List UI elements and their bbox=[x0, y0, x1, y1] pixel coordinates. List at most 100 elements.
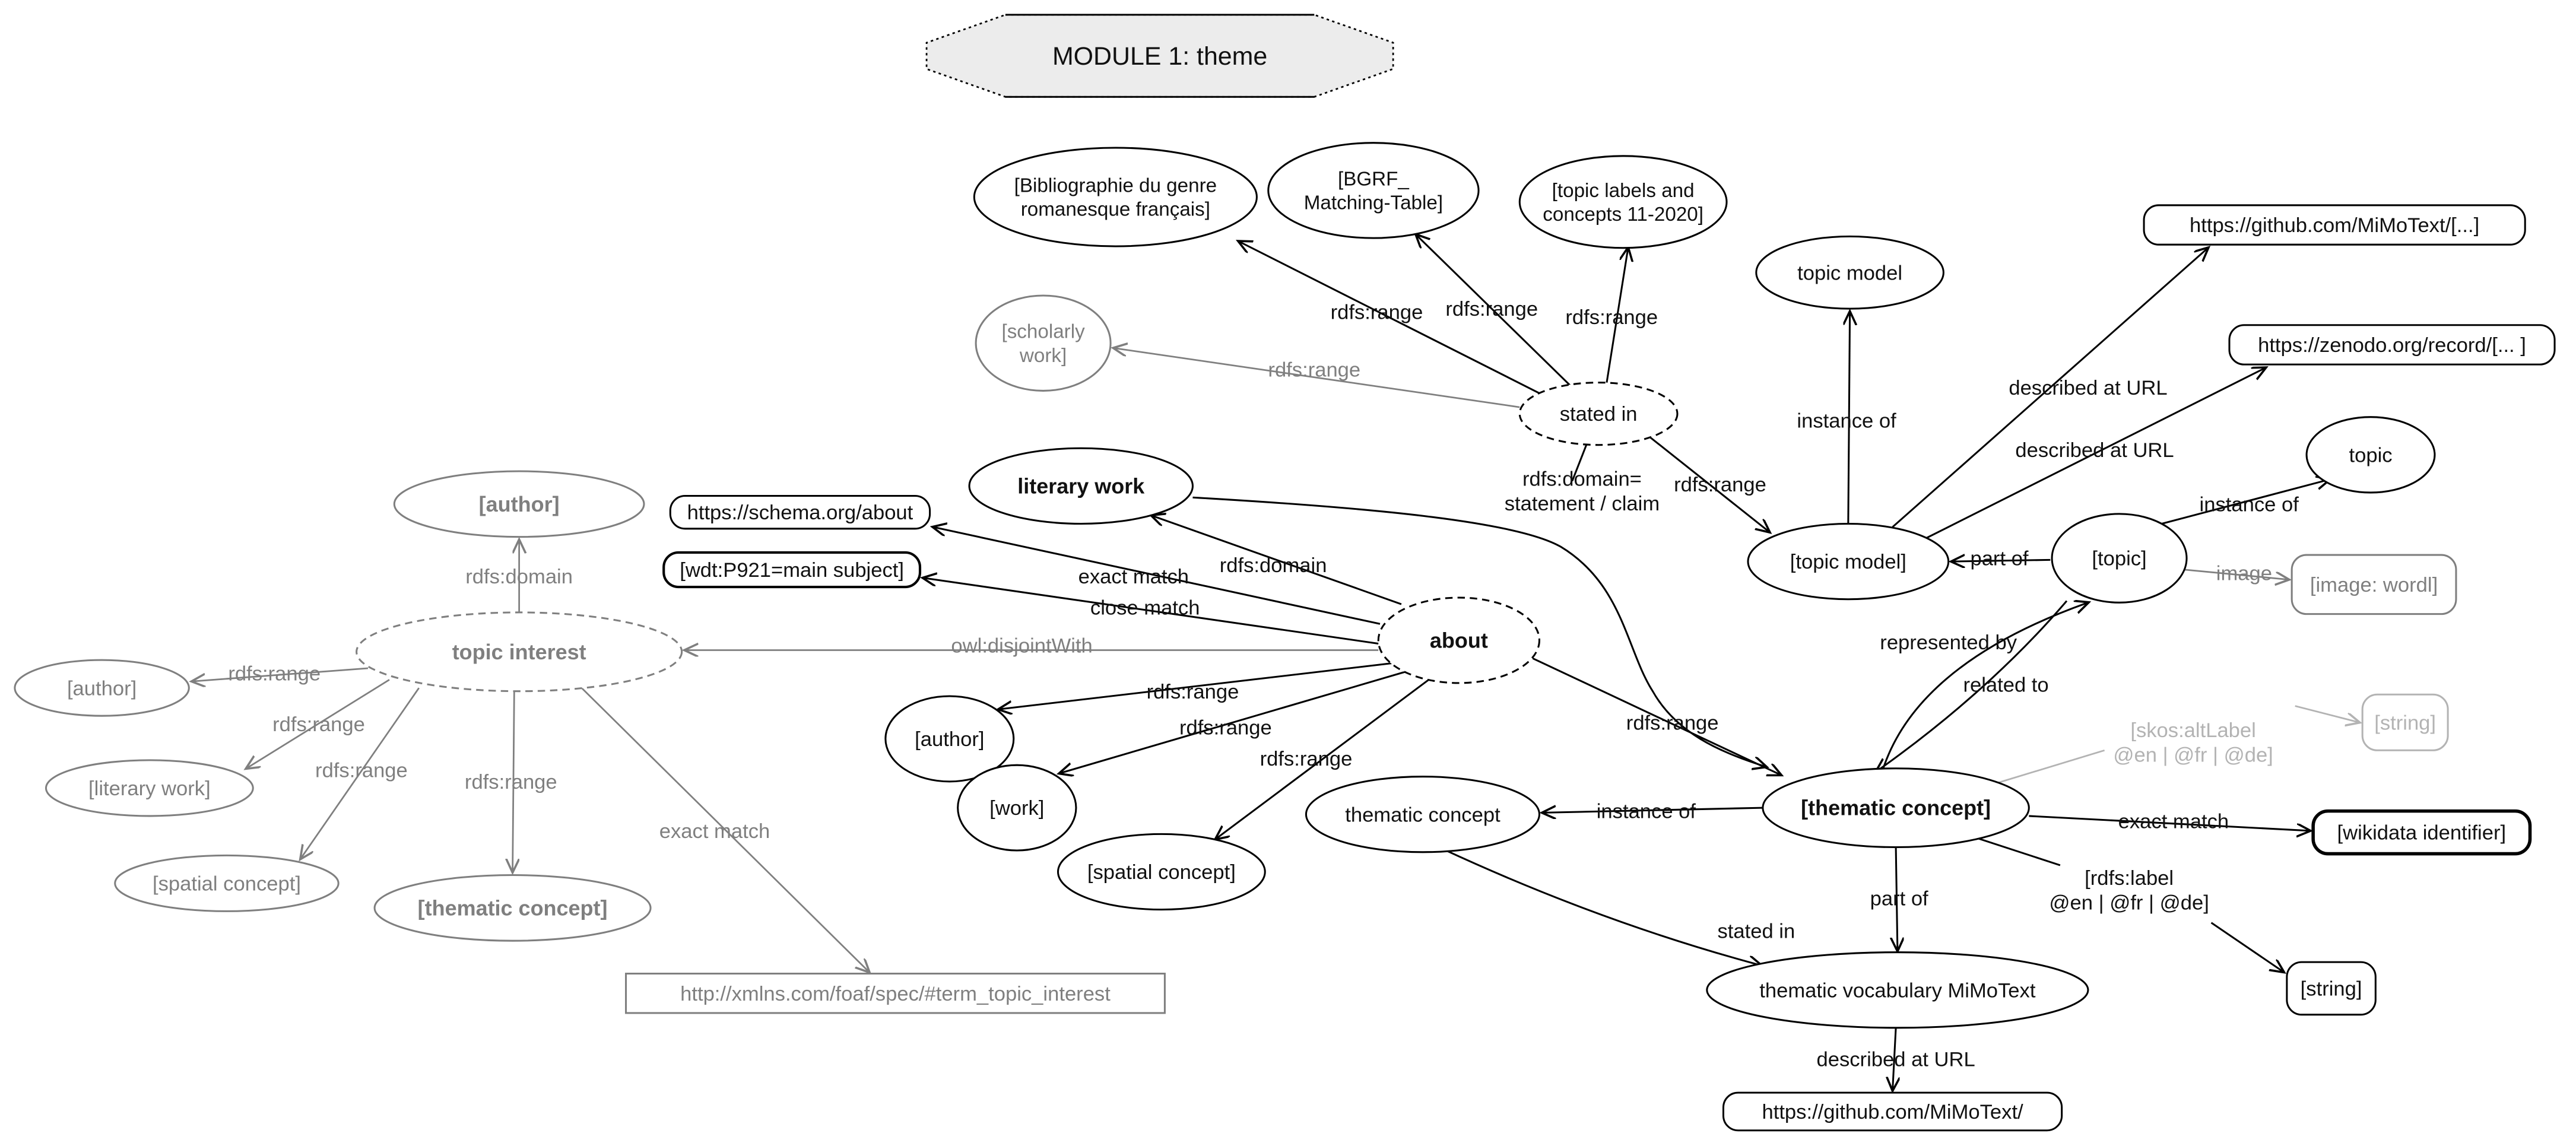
node-label-thematic-vocabulary: thematic vocabulary MiMoText bbox=[1759, 979, 2036, 1002]
node-label-thematic-concept-main: [thematic concept] bbox=[1801, 796, 1991, 820]
node-schema-org-about bbox=[669, 494, 931, 530]
node-module-title bbox=[925, 14, 1394, 98]
edge-label-4: instance of bbox=[1797, 409, 1896, 432]
node-about bbox=[1377, 596, 1541, 684]
edge-stated-in-to-bgrf-matching-table bbox=[1416, 235, 1572, 387]
node-shape-literary-work-range bbox=[45, 759, 254, 817]
node-shape-scholarly-work bbox=[975, 294, 1112, 392]
node-label-about: about bbox=[1430, 628, 1488, 653]
node-shape-topic-instance bbox=[2305, 416, 2436, 494]
edge-label-6: described at URL bbox=[2015, 439, 2174, 462]
edge-label-18: rdfs:range bbox=[272, 713, 365, 736]
edge-label-17: rdfs:range bbox=[228, 662, 321, 685]
node-shape-image-wordl bbox=[2291, 554, 2457, 615]
node-label-thematic-concept-range: [thematic concept] bbox=[418, 896, 608, 920]
edge-label-28: [skos:altLabel@en | @fr | @de] bbox=[2113, 719, 2273, 766]
edge-about-to-thematic-concept-main bbox=[1532, 657, 1781, 774]
edge-thematic-concept-main-to-string-altlabel bbox=[1991, 749, 2105, 786]
node-shape-work-about-range bbox=[957, 764, 1077, 852]
node-label-topic-instance: topic bbox=[2349, 444, 2392, 466]
node-string-altlabel bbox=[2361, 693, 2449, 751]
edge-topic-interest-to-thematic-concept-range bbox=[513, 691, 515, 872]
node-shape-about bbox=[1377, 596, 1541, 684]
node-label-github-url-bottom: https://github.com/MiMoText/ bbox=[1762, 1101, 2023, 1123]
edge-topic-interest-to-literary-work-range bbox=[246, 679, 390, 768]
node-label-zenodo-url: https://zenodo.org/record/[... ] bbox=[2258, 334, 2526, 357]
node-author-range bbox=[14, 659, 190, 717]
edge-label-20: rdfs:range bbox=[465, 771, 557, 793]
node-wdt-p921 bbox=[662, 551, 922, 589]
edge-thematic-concept-main-to-thematic-concept-instance bbox=[1543, 808, 1763, 812]
edge-stated-in-to-topic-model-class bbox=[1648, 436, 1769, 532]
edge-label-0: rdfs:range bbox=[1331, 301, 1423, 324]
edge-label-3: rdfs:range bbox=[1268, 359, 1360, 382]
edge-label-23: rdfs:range bbox=[1179, 717, 1272, 739]
edge-topic-interest-to-spatial-concept-range bbox=[301, 687, 420, 859]
node-shape-wdt-p921 bbox=[662, 551, 922, 589]
node-spatial-concept-about-range bbox=[1057, 833, 1266, 911]
node-label-topic-model-class: [topic model] bbox=[1790, 551, 1906, 573]
node-shape-schema-org-about bbox=[669, 494, 931, 530]
node-shape-github-url-top bbox=[2143, 204, 2526, 246]
node-label-author-range: [author] bbox=[67, 677, 137, 700]
node-author-domain bbox=[393, 470, 645, 538]
node-shape-topic-class bbox=[2051, 513, 2188, 604]
edge-label-22: rdfs:range bbox=[1147, 681, 1239, 703]
edge-label-16: rdfs:domain bbox=[465, 566, 573, 588]
node-shape-stated-in bbox=[1518, 382, 1679, 446]
node-github-url-top bbox=[2143, 204, 2526, 246]
node-label-string-label: [string] bbox=[2301, 978, 2362, 1001]
node-thematic-concept-instance bbox=[1305, 776, 1541, 853]
node-shape-topic-labels-concepts bbox=[1518, 155, 1728, 249]
edge-thematic-concept-main-to-topic-class bbox=[1882, 602, 2088, 770]
edge-stated-in-to-scholarly-work bbox=[1114, 348, 1520, 408]
node-label-wdt-p921: [wdt:P921=main subject] bbox=[680, 559, 904, 582]
node-topic-instance bbox=[2305, 416, 2436, 494]
node-label-topic-interest: topic interest bbox=[452, 640, 586, 664]
edge-topic-class-to-topic-instance bbox=[2155, 480, 2329, 526]
node-stated-in bbox=[1518, 382, 1679, 446]
node-label-stated-in: stated in bbox=[1560, 403, 1638, 426]
node-thematic-concept-range bbox=[373, 874, 652, 942]
node-label-work-about-range: [work] bbox=[989, 797, 1044, 820]
edge-topic-class-to-topic-model-class bbox=[1952, 560, 2051, 561]
node-author-about-range bbox=[884, 695, 1015, 783]
edge-label-12: exact match bbox=[1078, 566, 1189, 588]
edge-literary-work-to-thematic-concept-main bbox=[1192, 496, 1766, 767]
edge-label-10: part of bbox=[1970, 548, 2028, 570]
node-spatial-concept-range bbox=[114, 854, 340, 912]
edge-thematic-concept-main-to-thematic-vocabulary bbox=[1896, 847, 1898, 951]
node-shape-biblio bbox=[973, 147, 1258, 247]
node-shape-topic-interest bbox=[356, 611, 683, 693]
node-topic-model-class bbox=[1747, 522, 1950, 601]
node-shape-spatial-concept-range bbox=[114, 854, 340, 912]
edge-label-29: [rdfs:label@en | @fr | @de] bbox=[2049, 867, 2209, 914]
node-topic-class bbox=[2051, 513, 2188, 604]
edge-label-24: rdfs:range bbox=[1260, 748, 1353, 770]
node-shape-topic-model-class bbox=[1747, 522, 1950, 601]
edge-thematic-concept-main-to-string-altlabel bbox=[2295, 705, 2359, 723]
edge-thematic-concept-main-to-string-label bbox=[1969, 834, 2061, 866]
edge-thematic-concept-instance-to-thematic-vocabulary bbox=[1442, 847, 1761, 965]
node-shape-thematic-concept-range bbox=[373, 874, 652, 942]
edge-label-2: rdfs:range bbox=[1565, 306, 1658, 329]
edge-label-14: rdfs:domain bbox=[1220, 554, 1327, 577]
node-shape-spatial-concept-about-range bbox=[1057, 833, 1266, 911]
edge-about-to-work-about-range bbox=[1059, 671, 1407, 773]
node-image-wordl bbox=[2291, 554, 2457, 615]
node-biblio bbox=[973, 147, 1258, 247]
node-label-module-title: MODULE 1: theme bbox=[1052, 42, 1267, 71]
edge-label-8: rdfs:range bbox=[1674, 474, 1766, 496]
node-bgrf-matching-table bbox=[1267, 142, 1480, 239]
node-shape-foaf-url bbox=[625, 973, 1166, 1014]
node-shape-string-label bbox=[2286, 961, 2377, 1016]
node-wikidata-identifier bbox=[2311, 809, 2532, 856]
edge-label-5: described at URL bbox=[2009, 377, 2167, 399]
node-shape-author-range bbox=[14, 659, 190, 717]
node-label-topic-class: [topic] bbox=[2092, 548, 2146, 570]
edge-label-1: rdfs:range bbox=[1445, 298, 1538, 320]
edge-about-to-schema-org-about bbox=[933, 527, 1381, 625]
node-label-github-url-top: https://github.com/MiMoText/[...] bbox=[2190, 214, 2479, 237]
node-thematic-concept-main bbox=[1762, 767, 2030, 849]
